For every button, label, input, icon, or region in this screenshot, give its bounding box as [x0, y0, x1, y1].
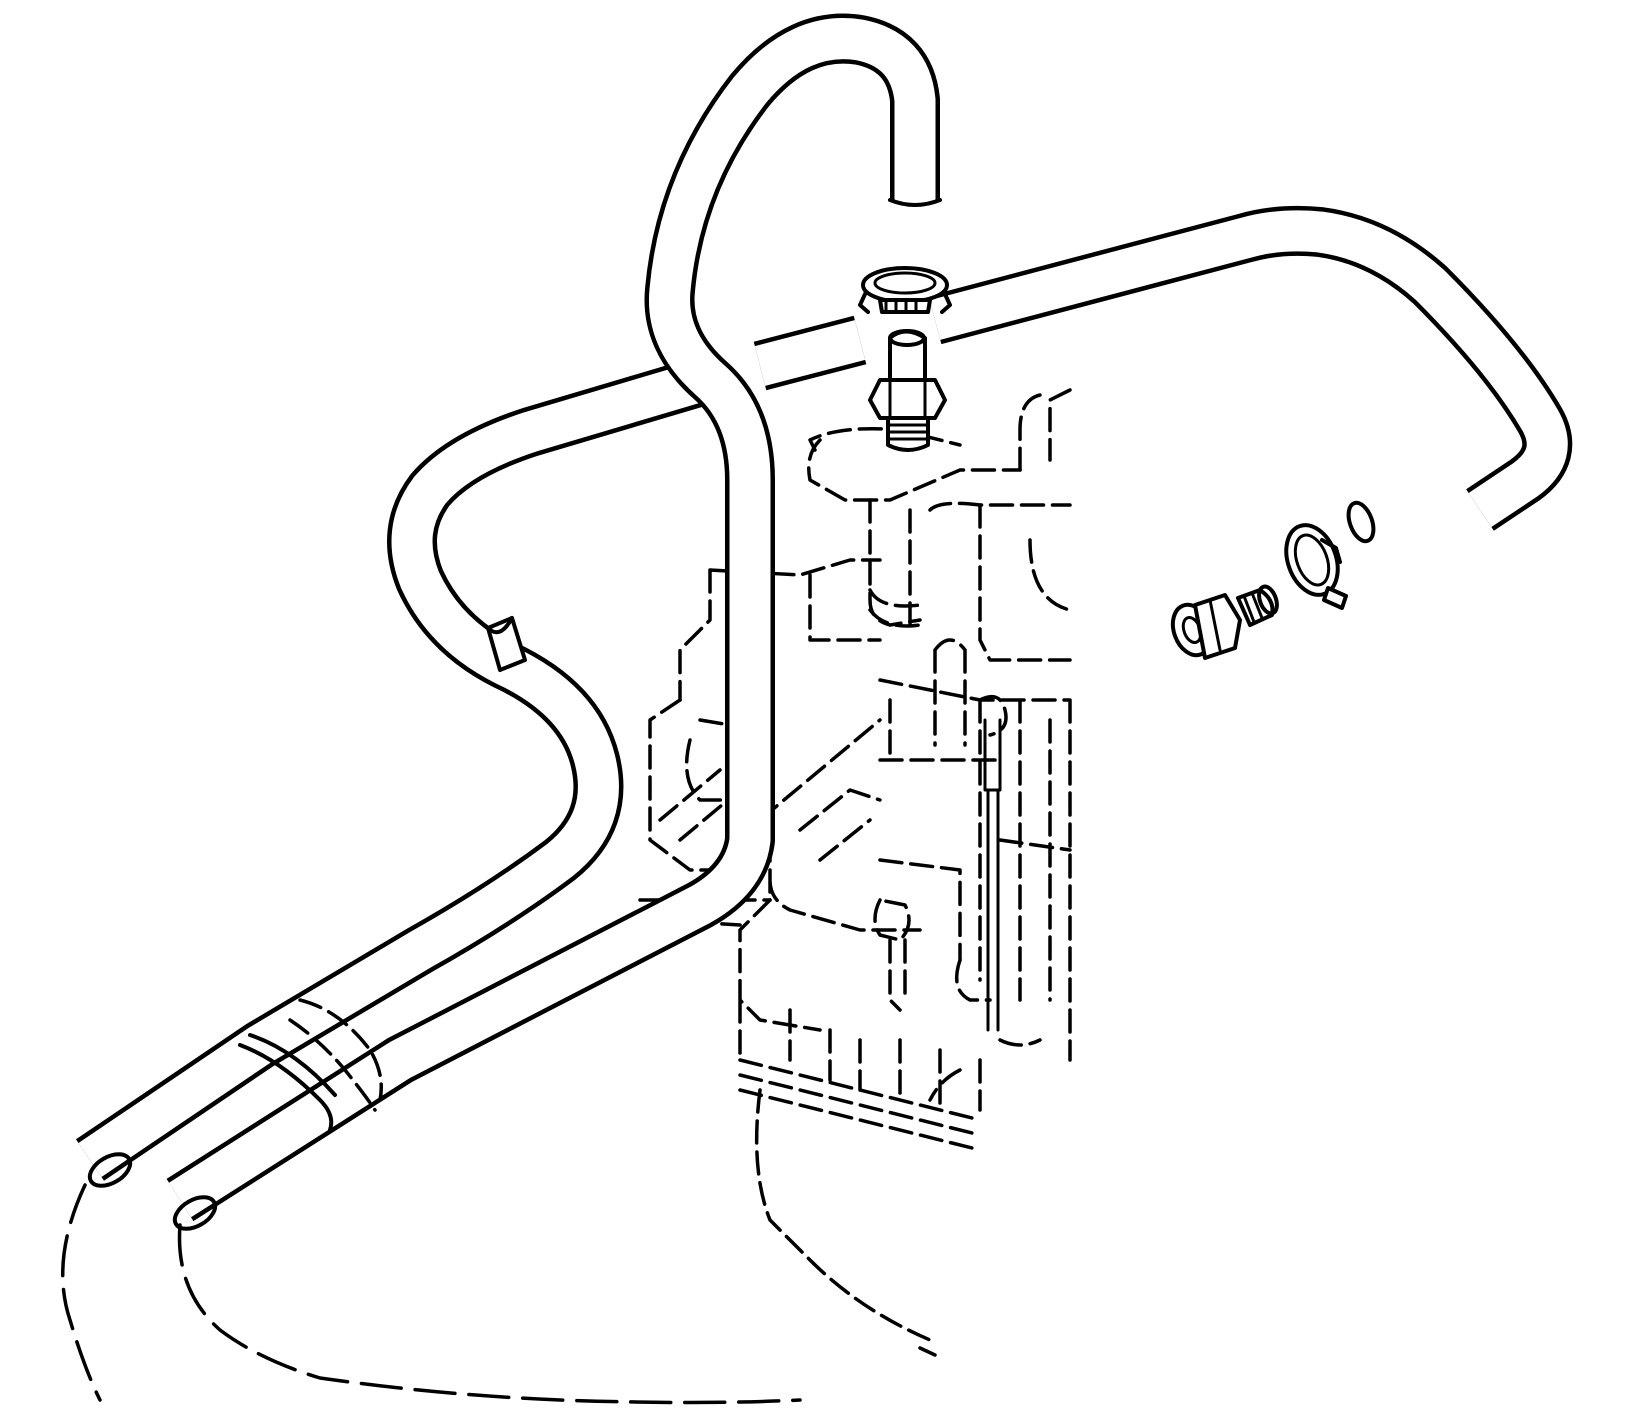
- hose-bundle-strap: [238, 998, 383, 1132]
- side-hose-clamp: [1284, 523, 1348, 610]
- upper-fitting: [868, 329, 947, 452]
- lower-hose: [75, 205, 1573, 1188]
- upper-hose-clamp: [858, 266, 952, 314]
- hose-continuation-lines: [61, 1183, 937, 1405]
- upper-hose: [166, 13, 942, 1231]
- engine-block-outline: [638, 388, 1072, 1342]
- block-fittings: [873, 638, 1008, 1032]
- side-fitting: [1170, 584, 1279, 660]
- hose-retaining-clip: [486, 616, 527, 672]
